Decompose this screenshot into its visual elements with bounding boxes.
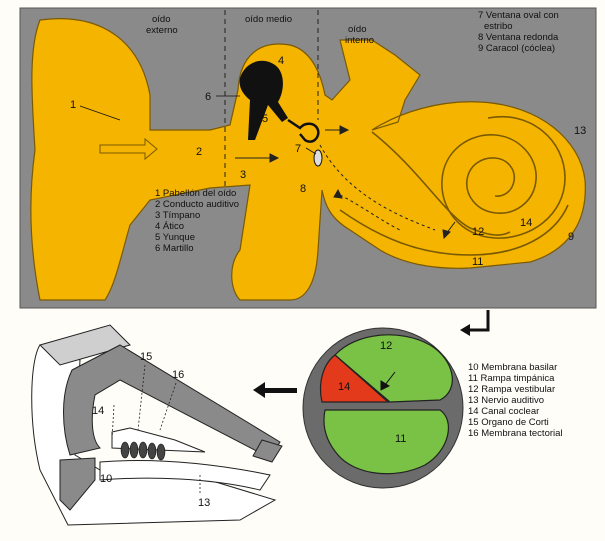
- outer-ear-label-1: oído: [152, 14, 171, 25]
- corner-arrow: [470, 310, 488, 330]
- callout-2: 2: [196, 146, 202, 158]
- callout-1: 1: [70, 99, 76, 111]
- callout-12: 12: [472, 226, 484, 238]
- callout-14: 14: [520, 217, 532, 229]
- callout-9: 9: [568, 231, 574, 243]
- legend-right-2: 12 Rampa vestibular: [468, 384, 555, 395]
- callout-13: 13: [574, 125, 586, 137]
- detail-arrow: [253, 382, 297, 398]
- callout-7: 7: [295, 143, 301, 155]
- detail-10: 10: [100, 473, 112, 485]
- legend-left-0: 1 Pabellón del oído: [155, 188, 236, 199]
- legend-top-1: estribo: [484, 21, 513, 32]
- callout-6: 6: [205, 91, 211, 103]
- callout-11: 11: [472, 256, 483, 268]
- legend-left-5: 6 Martillo: [155, 243, 194, 254]
- legend-right-0: 10 Membrana basilar: [468, 362, 557, 373]
- legend-top-2: 8 Ventana redonda: [478, 32, 559, 43]
- legend-right-3: 13 Nervio auditivo: [468, 395, 544, 406]
- corner-arrowhead: [460, 324, 470, 336]
- callout-8: 8: [300, 183, 306, 195]
- organ-of-corti-detail: [32, 325, 282, 525]
- cross-14: 14: [338, 381, 350, 393]
- detail-14: 14: [92, 405, 104, 417]
- callout-3: 3: [240, 169, 246, 181]
- cross-12: 12: [380, 340, 392, 352]
- legend-top: 7 Ventana oval con estribo 8 Ventana red…: [478, 10, 559, 54]
- legend-top-3: 9 Caracol (cóclea): [478, 43, 555, 54]
- legend-top-0: 7 Ventana oval con: [478, 10, 559, 21]
- legend-right-6: 16 Membrana tectorial: [468, 428, 563, 439]
- legend-right-4: 14 Canal coclear: [468, 406, 539, 417]
- inner-ear-label-2: interno: [345, 35, 374, 46]
- legend-left-1: 2 Conducto auditivo: [155, 199, 239, 210]
- oval-window: [314, 150, 322, 166]
- inner-ear-label-1: oído: [348, 24, 367, 35]
- detail-16: 16: [172, 369, 184, 381]
- callout-4: 4: [278, 55, 284, 67]
- legend-left-2: 3 Tímpano: [155, 210, 200, 221]
- cross-11: 11: [395, 433, 406, 445]
- legend-right-5: 15 Organo de Corti: [468, 417, 549, 428]
- legend-right-1: 11 Rampa timpánica: [468, 373, 555, 384]
- label-middle-ear: oído medio: [245, 14, 292, 25]
- outer-ear-label-2: externo: [146, 25, 178, 36]
- legend-left-4: 5 Yunque: [155, 232, 195, 243]
- detail-15: 15: [140, 351, 152, 363]
- legend-left-3: 4 Ático: [155, 221, 184, 232]
- callout-5: 5: [262, 113, 268, 125]
- detail-13: 13: [198, 497, 210, 509]
- legend-right: 10 Membrana basilar 11 Rampa timpánica 1…: [468, 362, 563, 439]
